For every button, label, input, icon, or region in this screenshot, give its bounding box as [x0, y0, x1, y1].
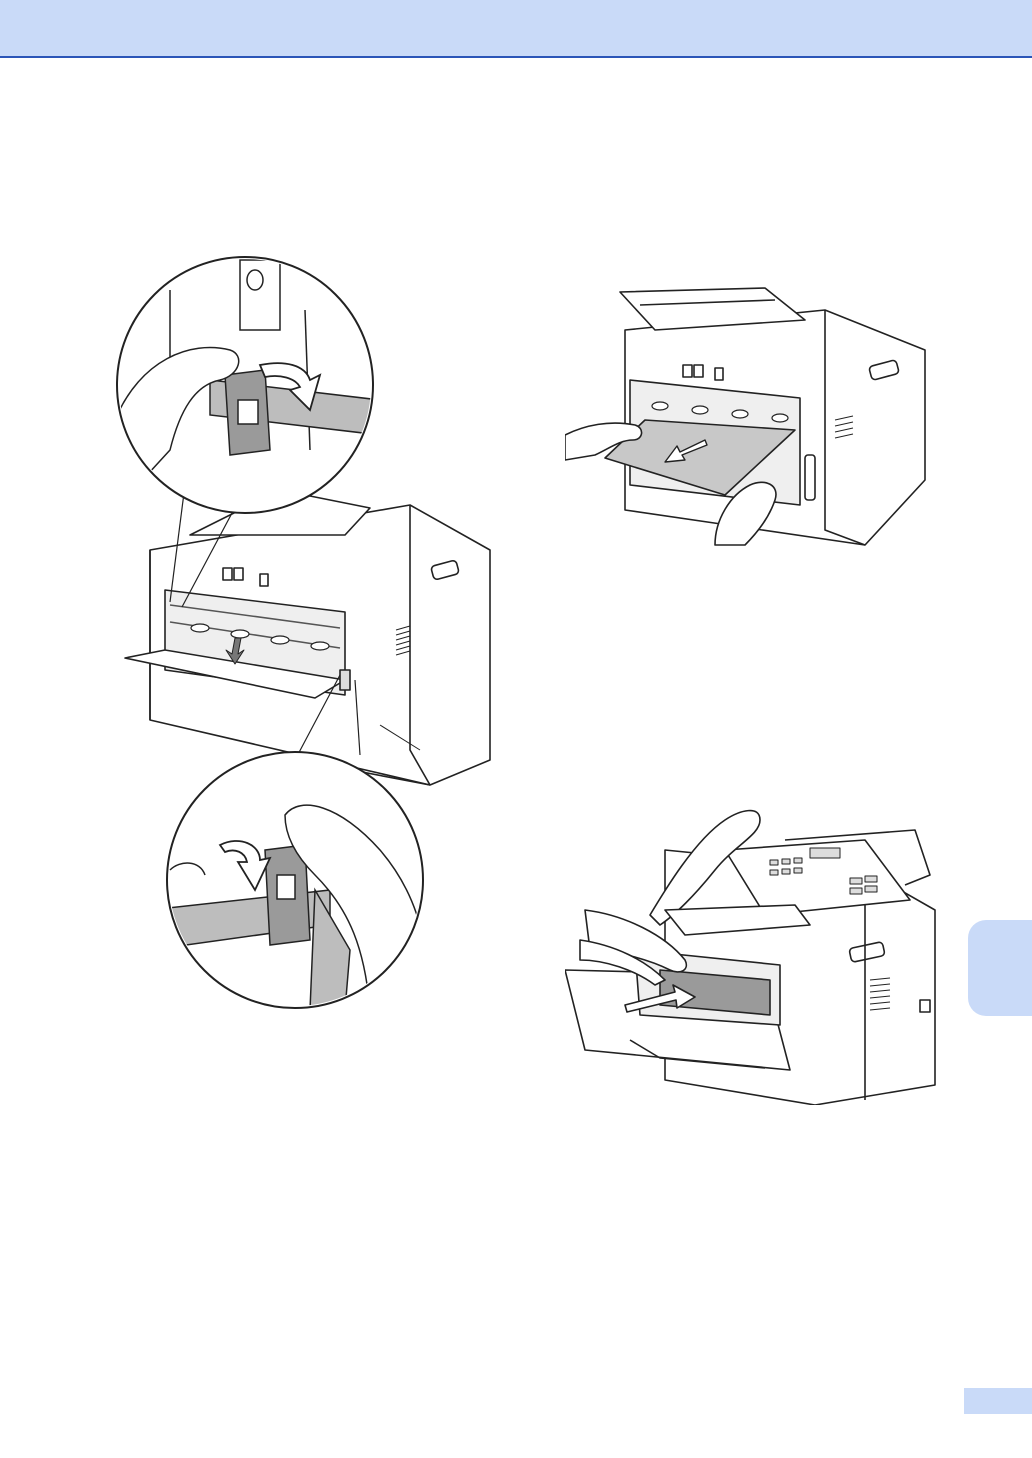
header-band [0, 0, 1032, 58]
chapter-tab [968, 920, 1032, 1016]
fuser-lever-illustration [110, 250, 530, 1030]
page-number-box [964, 1388, 1032, 1414]
pull-paper-illustration [565, 280, 945, 555]
insert-drum-illustration [565, 800, 950, 1105]
